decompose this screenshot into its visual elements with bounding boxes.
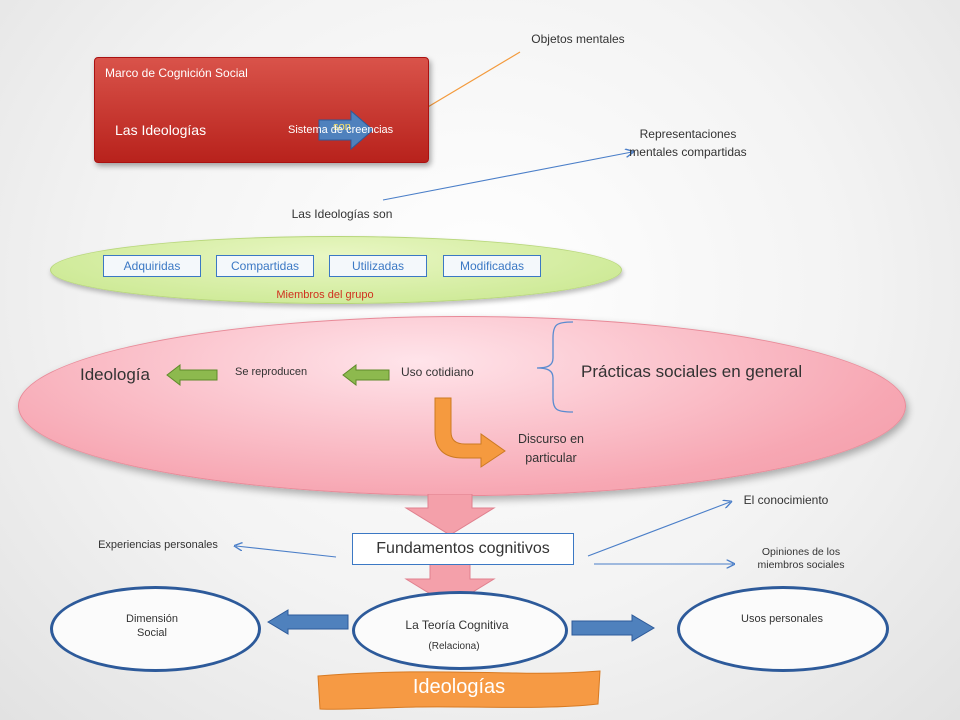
marco-cognicion-box: Marco de Cognición Social Las Ideologías…	[94, 57, 429, 163]
se-reproducen-label: Se reproducen	[235, 366, 308, 378]
blue-arrow-line-representaciones	[382, 152, 632, 201]
objetos-mentales-label: Objetos mentales	[531, 32, 625, 46]
usos-personales-label: Usos personales	[741, 613, 823, 625]
adquiridas-box: Adquiridas	[103, 255, 201, 277]
fundamentos-box: Fundamentos cognitivos	[352, 533, 574, 565]
ideologia-label: Ideología	[80, 365, 150, 384]
usos-personales-oval	[677, 586, 889, 672]
green-left-arrow-icon-2	[342, 364, 390, 386]
ideologias-banner	[317, 670, 601, 710]
pink-down-arrow-icon	[404, 494, 496, 536]
compartidas-box: Compartidas	[216, 255, 314, 277]
blue-right-arrow-icon	[571, 614, 655, 642]
practicas-sociales-label: Prácticas sociales en general	[581, 362, 803, 381]
relaciona-label: (Relaciona)	[428, 641, 480, 652]
miembros-grupo-caption: Miembros del grupo	[276, 289, 374, 301]
utilizadas-box: Utilizadas	[329, 255, 427, 277]
ideologias-son-label: Las Ideologías son	[291, 207, 393, 221]
teoria-cognitiva-label: La Teoría Cognitiva	[405, 618, 509, 632]
dimension-social-label: Dimensión Social	[126, 613, 178, 639]
las-ideologias-label: Las Ideologías	[115, 122, 207, 138]
blue-arrow-line-conocimiento	[587, 502, 730, 557]
ideologias-banner-label: Ideologías	[412, 676, 506, 698]
blue-left-arrow-icon	[267, 609, 349, 635]
blue-arrow-line-experiencias	[236, 546, 337, 558]
discurso-label: Discurso en particular	[518, 432, 584, 465]
son-label: son	[333, 121, 351, 133]
marco-title: Marco de Cognición Social	[105, 66, 248, 80]
modificadas-box: Modificadas	[443, 255, 541, 277]
brace-icon	[536, 321, 574, 413]
teoria-cognitiva-oval	[352, 591, 568, 670]
green-left-arrow-icon	[166, 364, 218, 386]
orange-curved-arrow-icon	[434, 397, 506, 468]
opiniones-label: Opiniones de los miembros sociales	[757, 546, 845, 571]
dimension-social-oval	[50, 586, 261, 672]
son-arrow-icon	[318, 109, 374, 151]
conocimiento-label: El conocimiento	[743, 493, 829, 507]
representaciones-label: Representaciones mentales compartidas	[629, 127, 747, 159]
sistema-creencias-label: Sistema de creencias	[288, 124, 394, 136]
experiencias-label: Experiencias personales	[98, 539, 218, 551]
uso-cotidiano-label: Uso cotidiano	[401, 365, 474, 379]
